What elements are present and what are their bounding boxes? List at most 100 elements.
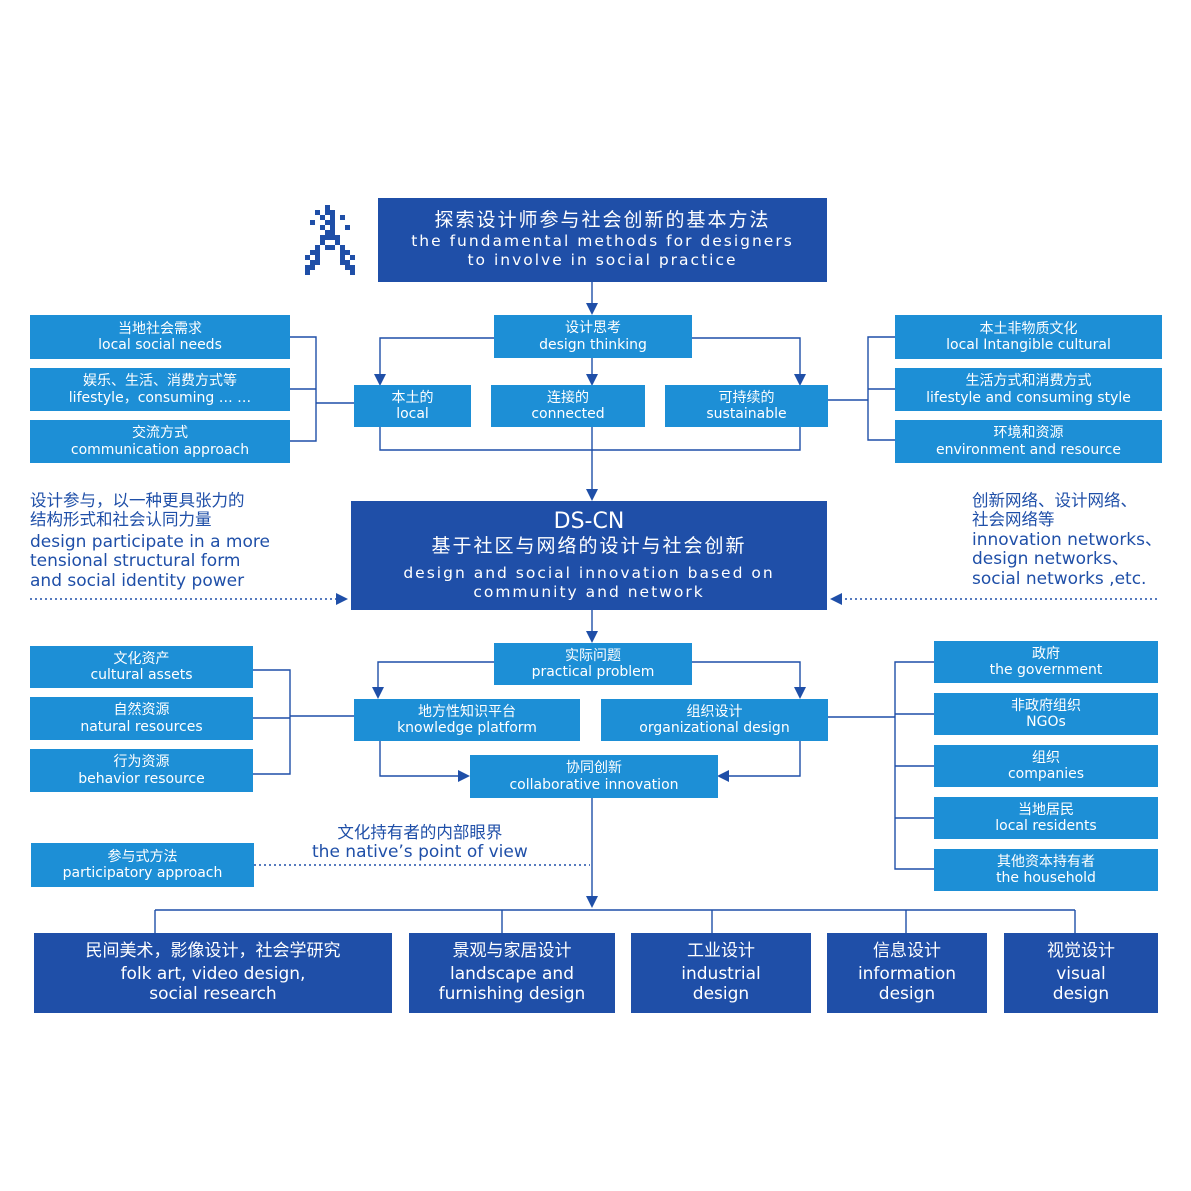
local-zh: 本土的 (391, 389, 434, 406)
left-note-zh2: 结构形式和社会认同力量 (30, 509, 212, 529)
right-mid-en: companies (1007, 766, 1085, 782)
bottom-zh: 信息设计 (873, 940, 941, 961)
communication-approach-box: 交流方式 communication approach (30, 420, 290, 463)
sustainable-zh: 可持续的 (718, 389, 775, 406)
ngos-box: 非政府组织 NGOs (934, 693, 1158, 735)
bottom-zh: 工业设计 (687, 940, 755, 961)
natural-resources-box: 自然资源 natural resources (30, 697, 253, 740)
organizational-design-box: 组织设计 organizational design (601, 699, 828, 741)
left-top-en: local social needs (98, 337, 222, 353)
knowledge-zh: 地方性知识平台 (418, 703, 516, 720)
folk-art-box: 民间美术，影像设计，社会学研究 folk art, video design, … (34, 933, 392, 1013)
design-thinking-box: 设计思考 design thinking (494, 315, 692, 358)
local-residents-box: 当地居民 local residents (934, 797, 1158, 839)
left-top-zh: 当地社会需求 (118, 320, 202, 337)
bottom-en2: design (1052, 983, 1110, 1004)
right-top-zh: 本土非物质文化 (979, 320, 1078, 337)
right-mid-en: the household (996, 870, 1096, 886)
right-top-en: local Intangible cultural (946, 337, 1111, 353)
left-top-zh: 交流方式 (132, 425, 188, 442)
right-note-en2: design networks、 (972, 549, 1129, 570)
sustainable-en: sustainable (706, 406, 787, 422)
title-en-line2: to involve in social practice (467, 250, 738, 269)
left-note-zh1: 设计参与，以一种更具张力的 (30, 491, 245, 510)
participatory-en: participatory approach (62, 865, 223, 881)
left-note-en1: design participate in a more (30, 531, 270, 552)
native-note-en: the native’s point of view (312, 841, 528, 862)
left-mid-zh: 文化资产 (113, 650, 170, 667)
behavior-resource-box: 行为资源 behavior resource (30, 749, 253, 792)
ds-cn-heading: DS-CN (553, 508, 625, 534)
left-note-en3: and social identity power (30, 571, 245, 592)
knowledge-en: knowledge platform (397, 720, 537, 736)
landscape-box: 景观与家居设计 landscape and furnishing design (409, 933, 615, 1013)
title-zh: 探索设计师参与社会创新的基本方法 (434, 208, 771, 231)
sustainable-box: 可持续的 sustainable (665, 385, 828, 427)
connected-en: connected (531, 406, 605, 422)
bottom-en1: information (857, 964, 957, 985)
practical-en: practical problem (531, 664, 655, 680)
left-top-en: lifestyle，consuming … … (68, 389, 252, 406)
bottom-en2: social research (149, 983, 277, 1004)
right-top-en: environment and resource (936, 441, 1121, 458)
information-design-box: 信息设计 information design (827, 933, 987, 1013)
bottom-en1: visual (1056, 964, 1106, 985)
native-note-zh: 文化持有者的内部眼界 (337, 823, 503, 842)
bottom-zh: 民间美术，影像设计，社会学研究 (85, 940, 341, 961)
knowledge-platform-box: 地方性知识平台 knowledge platform (354, 699, 580, 741)
ds-cn-zh: 基于社区与网络的设计与社会创新 (431, 534, 747, 557)
collaborative-zh: 协同创新 (566, 760, 622, 777)
ds-cn-box: DS-CN 基于社区与网络的设计与社会创新 design and social … (351, 501, 827, 610)
local-en: local (396, 406, 429, 422)
left-top-en: communication approach (70, 441, 250, 458)
left-mid-en: natural resources (80, 718, 203, 735)
left-mid-en: cultural assets (90, 667, 193, 683)
right-mid-zh: 组织 (1032, 749, 1060, 766)
industrial-design-box: 工业设计 industrial design (631, 933, 811, 1013)
right-mid-en: local residents (995, 818, 1097, 834)
ds-cn-en-line2: community and network (473, 583, 705, 602)
cultural-assets-box: 文化资产 cultural assets (30, 646, 253, 688)
local-box: 本土的 local (354, 385, 471, 427)
participatory-zh: 参与式方法 (107, 848, 178, 865)
household-box: 其他资本持有者 the household (934, 849, 1158, 891)
companies-box: 组织 companies (934, 745, 1158, 787)
design-thinking-zh: 设计思考 (565, 320, 621, 337)
right-mid-en: NGOs (1026, 714, 1066, 730)
right-mid-zh: 政府 (1032, 645, 1060, 662)
right-mid-zh: 非政府组织 (1011, 697, 1081, 714)
bottom-en1: industrial (681, 964, 761, 985)
collaborative-en: collaborative innovation (509, 776, 679, 793)
right-mid-en: the government (989, 662, 1103, 678)
connected-box: 连接的 connected (491, 385, 645, 427)
right-note-en3: social networks ,etc. (972, 569, 1147, 590)
practical-zh: 实际问题 (565, 647, 621, 664)
right-top-zh: 生活方式和消费方式 (965, 373, 1092, 390)
lifestyle-consuming-style-box: 生活方式和消费方式 lifestyle and consuming style (895, 368, 1162, 411)
right-mid-zh: 当地居民 (1018, 801, 1074, 818)
right-top-en: lifestyle and consuming style (926, 389, 1131, 406)
ds-cn-en-line1: design and social innovation based on (403, 563, 775, 582)
native-note: 文化持有者的内部眼界 the native’s point of view (312, 823, 528, 863)
collaborative-innovation-box: 协同创新 collaborative innovation (470, 755, 718, 798)
bottom-zh: 景观与家居设计 (452, 940, 572, 961)
government-box: 政府 the government (934, 641, 1158, 683)
participatory-approach-box: 参与式方法 participatory approach (31, 843, 254, 887)
left-note-en2: tensional structural form (30, 551, 241, 572)
organizational-zh: 组织设计 (686, 703, 743, 720)
left-mid-zh: 行为资源 (113, 754, 170, 771)
left-top-zh: 娱乐、生活、消费方式等 (83, 373, 237, 390)
title-en-line1: the fundamental methods for designers (411, 231, 794, 250)
lifestyle-box: 娱乐、生活、消费方式等 lifestyle，consuming … … (30, 368, 290, 411)
visual-design-box: 视觉设计 visual design (1004, 933, 1158, 1013)
title-box: 探索设计师参与社会创新的基本方法 the fundamental methods… (378, 198, 827, 282)
bottom-en1: folk art, video design, (120, 964, 306, 985)
right-note-en1: innovation networks、 (972, 529, 1163, 550)
bottom-en2: furnishing design (438, 983, 586, 1004)
right-note-zh2: 社会网络等 (972, 509, 1055, 529)
bottom-zh: 视觉设计 (1047, 940, 1115, 961)
organizational-en: organizational design (639, 720, 790, 736)
right-note-zh1: 创新网络、设计网络、 (972, 491, 1137, 510)
pixel-figure-icon (305, 205, 355, 275)
